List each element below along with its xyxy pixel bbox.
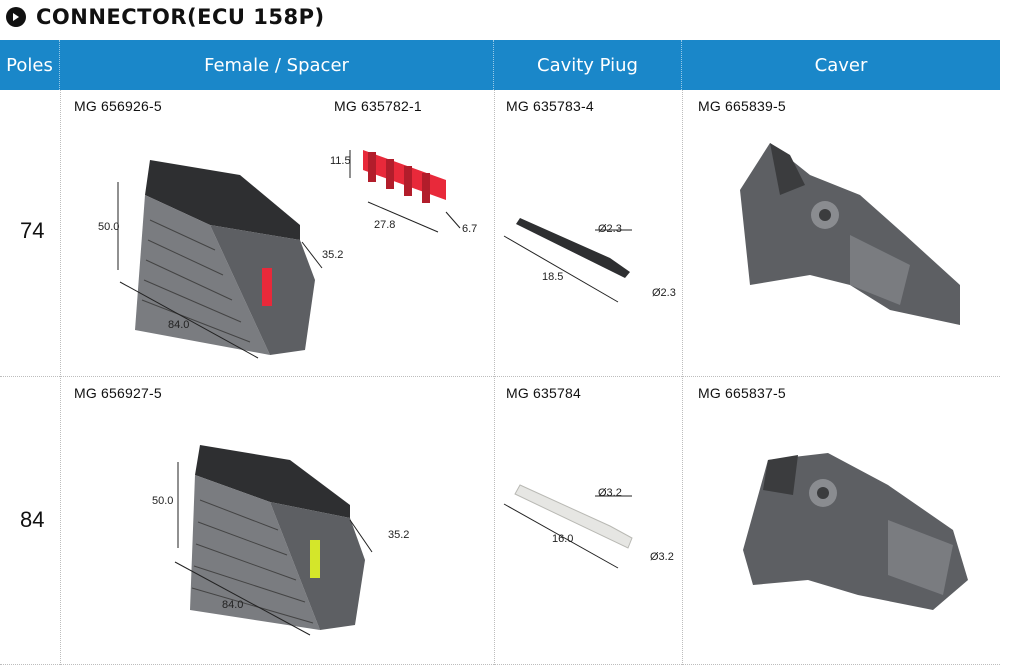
grid-divider <box>0 664 1000 665</box>
grid-divider <box>682 90 683 665</box>
connector-84-illustration: 50.0 84.0 35.2 <box>152 445 409 636</box>
cover-part-number: MG 665839-5 <box>698 98 786 114</box>
cover-74-illustration <box>740 143 960 325</box>
title-text: CONNECTOR(ECU 158P) <box>36 5 325 29</box>
cavity-plug-84-illustration: Ø3.2 16.0 Ø3.2 <box>503 484 674 569</box>
dim-plug-length: 16.0 <box>552 533 573 545</box>
table-header: Poles Female / Spacer Cavity Piug Caver <box>0 40 1000 90</box>
grid-divider <box>60 90 61 665</box>
cover-part-number: MG 665837-5 <box>698 385 786 401</box>
arrow-right-circle-icon <box>6 7 26 27</box>
female-part-number: MG 656926-5 <box>74 98 162 114</box>
dim-spacer-depth: 6.7 <box>462 223 477 235</box>
cavity-plug-74-illustration: Ø2.3 18.5 Ø2.3 <box>503 218 676 303</box>
dim-width: 84.0 <box>168 319 189 331</box>
poles-value: 74 <box>20 218 45 243</box>
dim-spacer-height: 11.5 <box>330 155 351 167</box>
header-cavity-plug: Cavity Piug <box>494 40 682 90</box>
dim-height: 50.0 <box>152 495 173 507</box>
grid-divider <box>494 90 495 665</box>
poles-value: 84 <box>20 507 45 532</box>
dim-height: 50.0 <box>98 221 119 233</box>
plug-part-number: MG 635783-4 <box>506 98 594 114</box>
dim-depth: 35.2 <box>388 529 409 541</box>
dim-spacer-width: 27.8 <box>374 219 395 231</box>
header-poles: Poles <box>0 40 60 90</box>
female-part-number: MG 656927-5 <box>74 385 162 401</box>
header-cover: Caver <box>814 54 868 76</box>
cover-84-illustration <box>743 453 968 610</box>
spacer-74-illustration: 11.5 27.8 6.7 <box>330 150 477 235</box>
dim-depth: 35.2 <box>322 249 343 261</box>
dim-plug-diameter-2: Ø2.3 <box>652 287 676 299</box>
connector-74-illustration: 50.0 84.0 35.2 <box>98 160 343 359</box>
page-title: CONNECTOR(ECU 158P) <box>6 4 325 30</box>
spacer-part-number: MG 635782-1 <box>334 98 422 114</box>
dim-plug-length: 18.5 <box>542 271 563 283</box>
plug-part-number: MG 635784 <box>506 385 581 401</box>
dim-plug-diameter-2: Ø3.2 <box>650 551 674 563</box>
grid-divider <box>0 376 1000 377</box>
dim-plug-diameter-1: Ø3.2 <box>598 487 622 499</box>
header-female-spacer: Female / Spacer <box>60 40 494 90</box>
dim-plug-diameter-1: Ø2.3 <box>598 223 622 235</box>
dim-width: 84.0 <box>222 599 243 611</box>
